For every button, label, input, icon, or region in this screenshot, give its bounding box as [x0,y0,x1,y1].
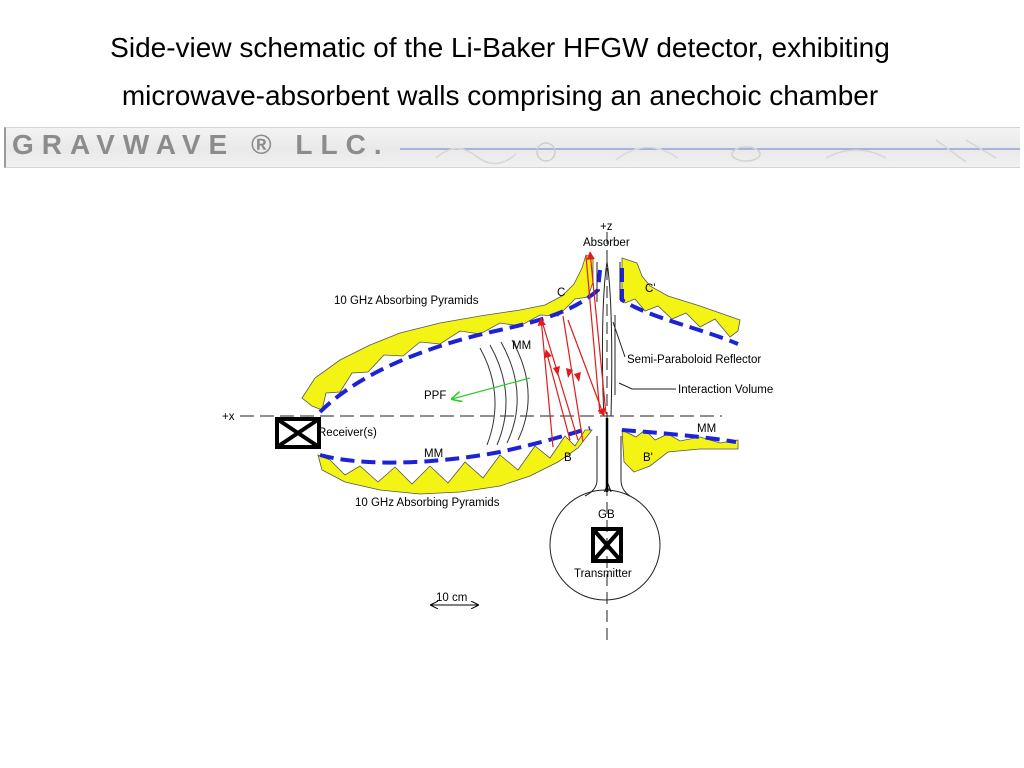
mm-wall-upper-left [318,269,602,414]
label-pyramids-lower: 10 GHz Absorbing Pyramids [355,497,500,509]
banner-sketch-strokes [825,139,997,163]
ray-6 [562,315,584,443]
ray-arrowhead-b [566,368,573,378]
label-mm-lower-right: MM [697,423,716,435]
ray-4 [543,349,571,441]
ray-3 [537,317,554,448]
semi-paraboloid-reflector [601,261,613,417]
pyramids-upper-right [621,257,741,338]
ppf-wavefront-3 [500,341,518,444]
banner-sketch-curve [435,147,517,165]
ray-2 [585,255,601,415]
label-transmitter: Transmitter [574,568,632,580]
label-scale: 10 cm [436,592,467,604]
pyramids-lower-right [621,429,739,473]
label-ppf: PPF [424,390,446,402]
transmitter-icon [591,527,623,563]
transmitter-neck-left [584,436,598,497]
label-c: C [557,287,565,299]
label-b: B [564,452,572,464]
pyramids-lower-left [317,429,593,495]
ppf-wavefront-4 [511,339,529,441]
label-mm-lower-left: MM [424,448,443,460]
label-semi-paraboloid-reflector: Semi-Paraboloid Reflector [627,354,761,366]
banner-sketch-circle [536,142,556,162]
mm-wall-upper-right [620,268,739,346]
slide-title-line-2: microwave-absorbent walls comprising an … [121,80,879,111]
ppf-arrow [452,377,531,399]
label-mm-upper: MM [512,340,531,352]
label-pyramids-upper: 10 GHz Absorbing Pyramids [334,295,479,307]
label-a: A [604,483,612,495]
label-absorber: Absorber [583,237,630,249]
mm-wall-lower-right [621,428,737,444]
banner-decoration [400,139,1020,165]
label-b-prime: B' [643,452,653,464]
ppf-wavefront-1 [479,347,496,446]
ray-1 [586,251,607,415]
banner-sketch-arc [615,146,679,161]
pyramids-upper-left [301,254,594,411]
label-gb: GB [598,509,615,521]
label-receivers: Receiver(s) [318,427,377,439]
company-banner: GRAVWAVE ® LLC. [4,127,1020,168]
interaction-volume-callout-line [618,382,676,390]
ray-arrowhead-c [574,372,581,382]
label-c-prime: C' [645,283,656,295]
ppf-wavefront-2 [489,344,507,446]
gaussian-beam-chamber [549,489,661,601]
banner-sketch-ellipse [731,146,761,162]
company-logo-text: GRAVWAVE ® LLC. [12,129,390,160]
ray-5 [540,317,579,441]
slide-title-line-1: Side-view schematic of the Li-Baker HFGW… [110,32,890,63]
reflector-callout-line [612,321,626,358]
label-interaction-volume: Interaction Volume [678,384,773,396]
label-plus-x: +x [222,411,235,423]
ray-7 [567,319,606,417]
label-plus-z: +z [600,221,613,233]
receiver-icon [275,417,321,449]
ray-arrowhead-a [553,366,560,376]
